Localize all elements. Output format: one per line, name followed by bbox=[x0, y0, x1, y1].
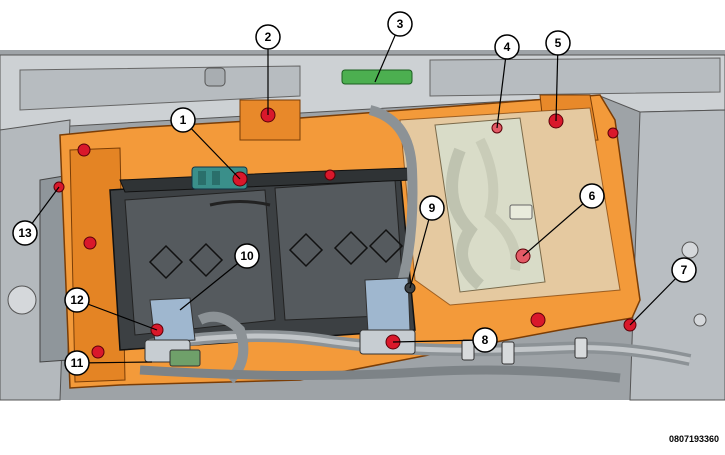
callout-number-1: 1 bbox=[180, 113, 187, 127]
callout-circle-10 bbox=[234, 243, 260, 269]
cable-clips bbox=[461, 337, 588, 365]
callout-leader-6 bbox=[522, 195, 593, 257]
callout-circle-2 bbox=[255, 24, 281, 50]
callout-number-6: 6 bbox=[589, 189, 596, 203]
callout-leader-8 bbox=[392, 339, 486, 343]
callout-circle-11 bbox=[64, 350, 90, 376]
callout-number-3: 3 bbox=[397, 17, 404, 31]
callout-circle-3 bbox=[387, 11, 413, 37]
callout-number-12: 12 bbox=[70, 293, 84, 307]
callout-number-10: 10 bbox=[240, 249, 254, 263]
callout-circle-1 bbox=[170, 107, 196, 133]
callout-circle-6 bbox=[579, 183, 605, 209]
callout-circle-7 bbox=[671, 257, 697, 283]
callout-number-13: 13 bbox=[18, 226, 32, 240]
callout-circle-9 bbox=[419, 195, 445, 221]
left-side-panel bbox=[0, 119, 71, 401]
callout-number-9: 9 bbox=[429, 201, 436, 215]
callout-leader-4 bbox=[496, 46, 508, 129]
callout-circle-4 bbox=[494, 34, 520, 60]
callout-circle-5 bbox=[545, 30, 571, 56]
callout-leader-5 bbox=[555, 42, 559, 122]
callout-number-5: 5 bbox=[555, 36, 562, 50]
figure-id: 0807193360 bbox=[668, 434, 719, 444]
callout-leader-9 bbox=[409, 207, 433, 289]
callout-leader-7 bbox=[629, 269, 685, 326]
callout-circle-8 bbox=[472, 327, 498, 353]
callout-number-11: 11 bbox=[71, 356, 84, 370]
callout-number-7: 7 bbox=[681, 263, 688, 277]
callout-number-8: 8 bbox=[482, 333, 489, 347]
power-distribution-cover bbox=[399, 107, 621, 306]
callout-circle-12 bbox=[64, 287, 90, 313]
callout-leader-1 bbox=[182, 119, 241, 180]
callout-number-2: 2 bbox=[265, 30, 272, 44]
callout-leader-12 bbox=[76, 299, 158, 331]
callout-number-4: 4 bbox=[504, 40, 511, 54]
callout-circle-13 bbox=[12, 220, 38, 246]
callout-leader-10 bbox=[179, 255, 248, 311]
